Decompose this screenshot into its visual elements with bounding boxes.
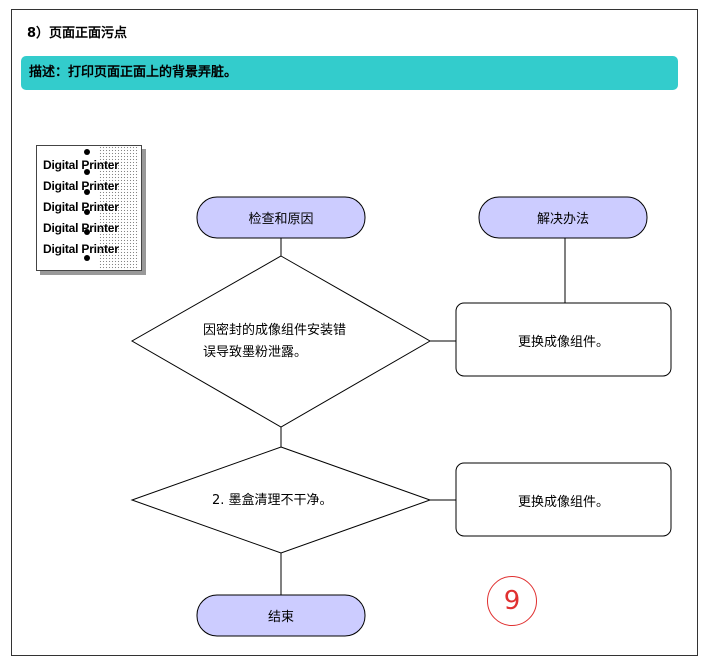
cause-1-decision (130, 255, 432, 428)
sample-text-line: Digital Printer (43, 242, 119, 256)
cause-1-text-line-2: 误导致墨粉泄露。 (203, 345, 308, 360)
check-cause-label: 检查和原因 (248, 212, 314, 227)
check-cause-header (196, 196, 366, 239)
cause-2-decision (130, 446, 432, 554)
page-number: 9 (487, 576, 537, 626)
sample-text-line: Digital Printer (43, 221, 119, 235)
solution-header (478, 196, 648, 239)
sample-text-line: Digital Printer (43, 158, 119, 172)
page-frame (11, 9, 698, 656)
solution-1-text: 更换成像组件。 (517, 335, 609, 350)
end-label: 结束 (267, 610, 294, 625)
cause-2-text: 2. 墨盒清理不干净。 (212, 493, 333, 508)
section-title: 8）页面正面污点 (27, 26, 128, 41)
sample-print-thumbnail: Digital Printer Digital Printer Digital … (36, 145, 142, 271)
solution-2-text: 更换成像组件。 (517, 495, 609, 510)
cause-1-text-line-1: 因密封的成像组件安装错 (203, 323, 347, 338)
description-bar: 描述：打印页面正面上的背景弄脏。 (21, 56, 678, 90)
toner-dots (84, 149, 90, 261)
solution-1-box (455, 302, 672, 377)
sample-text-line: Digital Printer (43, 200, 119, 214)
solution-label: 解决办法 (536, 212, 589, 227)
solution-2-box (455, 462, 672, 537)
end-terminal (196, 594, 366, 637)
toner-smear (99, 146, 139, 270)
sample-text-line: Digital Printer (43, 179, 119, 193)
